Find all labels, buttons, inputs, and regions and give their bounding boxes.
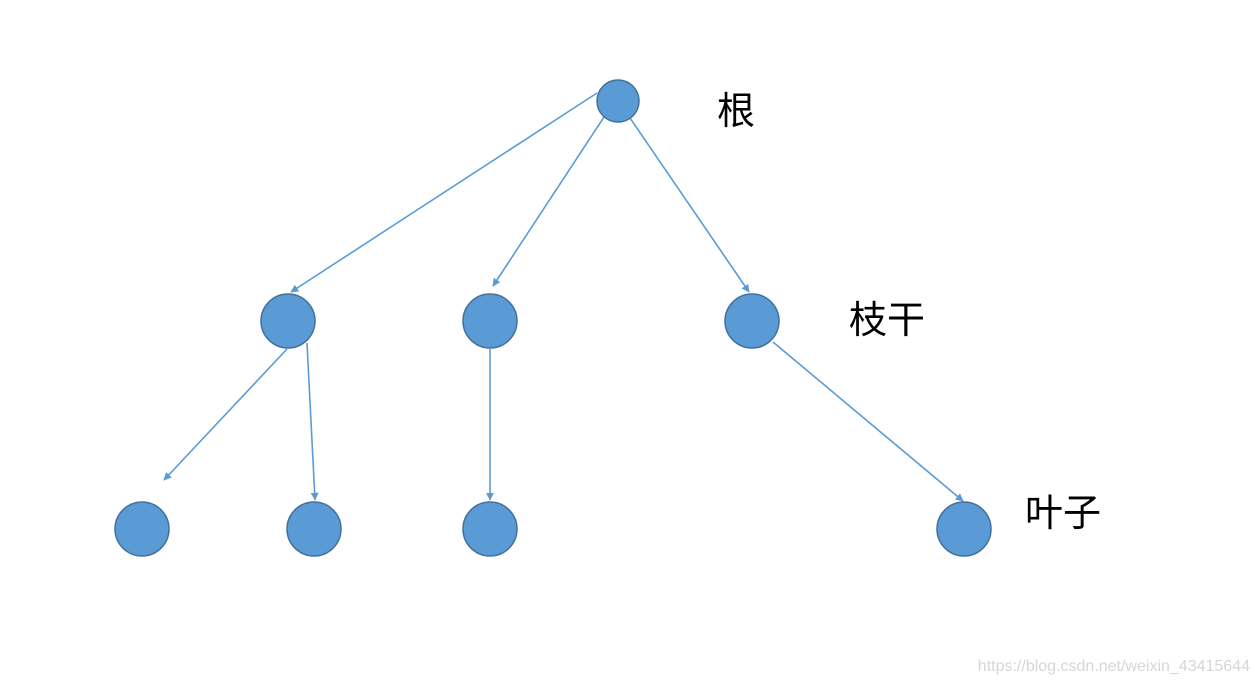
branch-node-3 xyxy=(724,293,780,349)
branch-node-2 xyxy=(462,293,518,349)
edge-root-to-branch-2 xyxy=(492,116,605,287)
edge-root-to-branch-3 xyxy=(629,117,750,293)
edge-root-to-branch-1 xyxy=(290,92,598,293)
label-root: 根 xyxy=(717,89,755,133)
root-node xyxy=(596,79,640,123)
label-branch: 枝干 xyxy=(849,298,925,342)
leaf-node-3 xyxy=(462,501,518,557)
edge-branch-1-to-leaf-2 xyxy=(306,342,319,501)
watermark: https://blog.csdn.net/weixin_43415644 xyxy=(977,658,1250,675)
leaf-node-1 xyxy=(114,501,170,557)
edge-branch-1-to-leaf-1 xyxy=(163,348,288,481)
branch-node-1 xyxy=(260,293,316,349)
edge-branch-3-to-leaf-4 xyxy=(772,341,964,502)
leaf-node-2 xyxy=(286,501,342,557)
label-leaf: 叶子 xyxy=(1025,491,1101,535)
leaf-node-4 xyxy=(936,501,992,557)
